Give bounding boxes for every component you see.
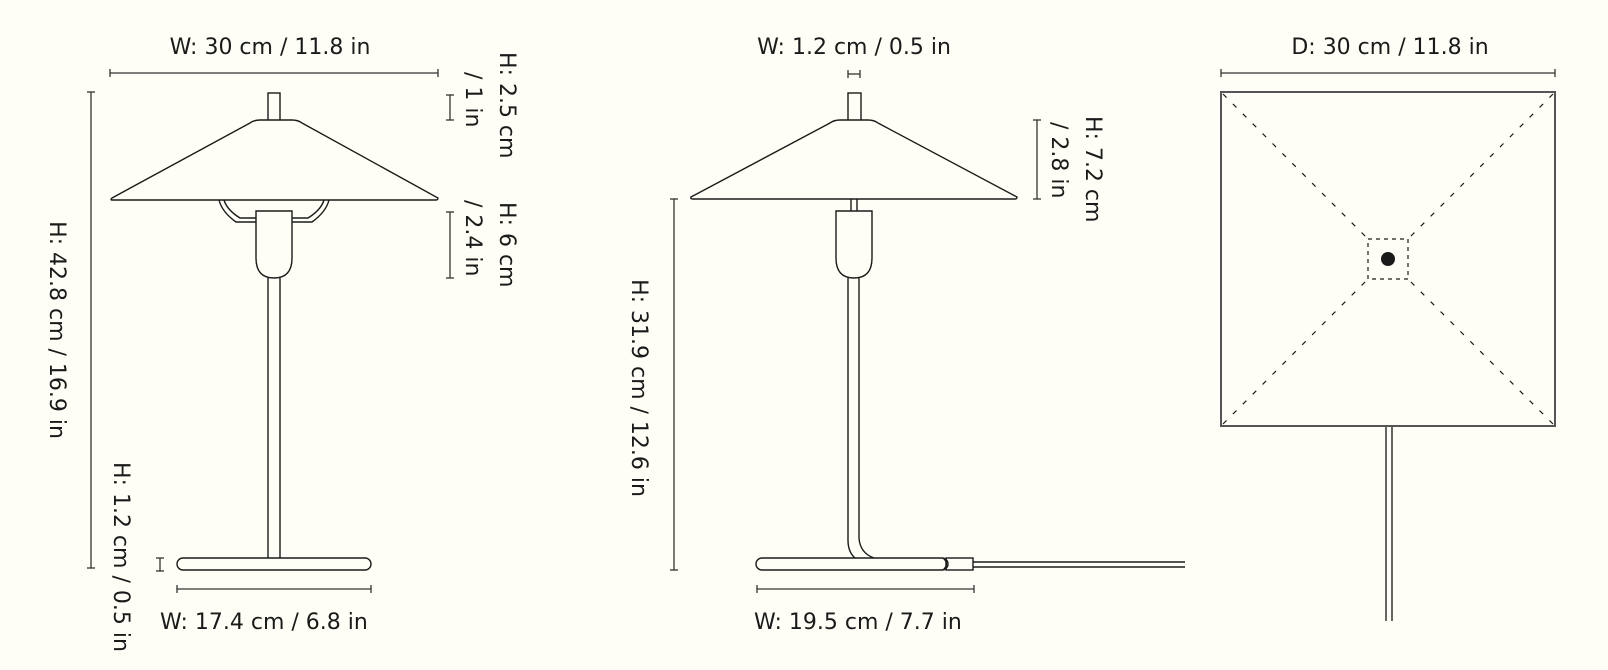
- front-socket-height-dimension-line: [446, 211, 454, 279]
- side-knob-width-dimension-line: [847, 70, 861, 78]
- side-base-width-dimension-line: [756, 585, 975, 593]
- side-shade-height-in-label: / 2.8 in: [1046, 122, 1071, 198]
- top-center-square: [1367, 238, 1409, 280]
- front-base-height-dimension-line: [156, 557, 164, 572]
- front-socket-height-in-label: / 2.4 in: [460, 200, 485, 276]
- front-base-width-label: W: 17.4 cm / 6.8 in: [160, 610, 368, 635]
- top-depth-dimension-line: [1220, 69, 1556, 77]
- front-socket-height-cm-label: H: 6 cm: [494, 202, 519, 287]
- front-shade-width-dimension-line: [109, 69, 439, 77]
- front-knob-height-in-label: / 1 in: [460, 72, 485, 127]
- side-top-knob: [847, 92, 862, 122]
- front-knob-height-dimension-line: [446, 94, 454, 121]
- front-stem: [267, 278, 281, 558]
- top-depth-label: D: 30 cm / 11.8 in: [1291, 35, 1488, 60]
- side-cord-connector: [945, 557, 974, 571]
- side-shade-height-dimension-line: [1033, 119, 1041, 200]
- top-shade-outline: [1220, 91, 1556, 427]
- front-shade-width-label: W: 30 cm / 11.8 in: [170, 35, 371, 60]
- front-view: W: 30 cm / 11.8 in H: 42.8 cm / 16.9 in: [44, 35, 519, 652]
- top-center-dot: [1381, 252, 1395, 266]
- side-stem-height-label: H: 31.9 cm / 12.6 in: [626, 279, 651, 497]
- front-lamp-shade: [110, 119, 439, 201]
- top-view: D: 30 cm / 11.8 in: [1220, 35, 1556, 621]
- front-bracket-arm-right-inner: [290, 199, 325, 219]
- front-bracket-arm-right: [290, 199, 330, 223]
- top-power-cord: [1385, 427, 1393, 621]
- front-bracket-arm-left-inner: [223, 199, 258, 219]
- front-total-height-dimension-line: [87, 91, 95, 569]
- side-knob-width-label: W: 1.2 cm / 0.5 in: [757, 35, 951, 60]
- front-bracket-arm-left: [218, 199, 258, 223]
- front-base-height-label: H: 1.2 cm / 0.5 in: [108, 462, 133, 652]
- front-total-height-label: H: 42.8 cm / 16.9 in: [44, 221, 69, 439]
- side-base-width-label: W: 19.5 cm / 7.7 in: [754, 610, 962, 635]
- front-knob-height-cm-label: H: 2.5 cm: [494, 52, 519, 158]
- side-shade-height-cm-label: H: 7.2 cm: [1080, 116, 1105, 222]
- front-top-knob: [267, 92, 281, 122]
- side-view: W: 1.2 cm / 0.5 in: [626, 35, 1185, 635]
- front-base-width-dimension-line: [176, 585, 372, 593]
- side-neck: [850, 199, 858, 211]
- side-stem-height-dimension-line: [670, 198, 678, 571]
- side-base-end-curve: [942, 557, 948, 571]
- side-stem-inner: [858, 278, 875, 559]
- side-stem-outer: [847, 278, 856, 559]
- side-base: [755, 557, 949, 571]
- side-bulb-socket: [835, 210, 873, 279]
- front-base: [176, 557, 372, 571]
- front-bulb-socket: [255, 210, 293, 279]
- side-lamp-shade: [690, 119, 1018, 200]
- top-shade-diagonals: [1222, 93, 1554, 425]
- side-power-cord: [973, 561, 1185, 568]
